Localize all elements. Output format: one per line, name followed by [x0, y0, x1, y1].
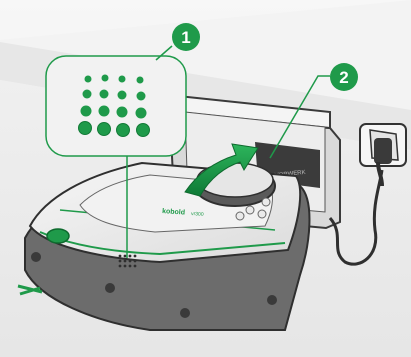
robot-button	[246, 206, 254, 214]
plug	[374, 138, 392, 164]
bumper-sensor	[267, 295, 277, 305]
robot-button	[236, 212, 244, 220]
bumper-sensor	[180, 308, 190, 318]
robot-button	[258, 210, 266, 218]
bumper-sensor	[31, 252, 41, 262]
callout-number-1: 1	[181, 28, 190, 47]
robot-button	[262, 198, 270, 206]
power-button	[47, 229, 69, 243]
callout-number-2: 2	[339, 68, 348, 87]
bumper-sensor	[105, 283, 115, 293]
robot-model: vr300	[191, 211, 204, 218]
